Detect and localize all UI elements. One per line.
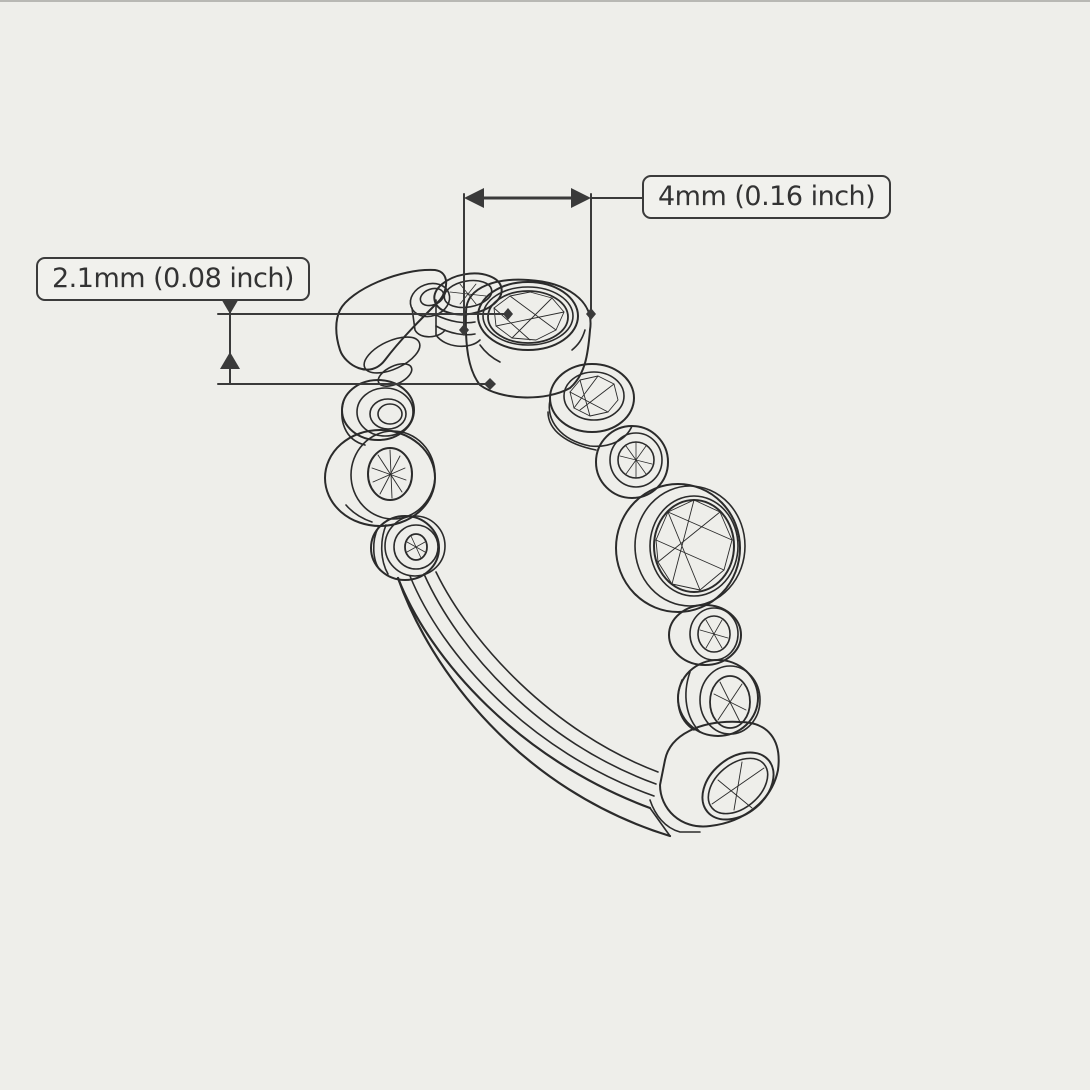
- bezel-left-4: [370, 515, 446, 581]
- arrow-right-icon: [571, 188, 591, 208]
- arrow-up-icon: [220, 352, 240, 369]
- arrow-left-icon: [464, 188, 484, 208]
- bezel-right-2: [595, 425, 669, 499]
- top-border: [0, 0, 1090, 2]
- bezel-right-1: [547, 363, 635, 451]
- bezel-right-3: [668, 604, 742, 666]
- ring-shank: [396, 571, 672, 838]
- arrow-down-icon: [220, 297, 240, 314]
- height-dimension-label: 2.1mm (0.08 inch): [36, 257, 310, 301]
- bezel-bottom-right: [649, 720, 780, 833]
- dimension-width: [459, 188, 643, 336]
- dimension-height: [217, 297, 509, 390]
- bezel-right-4: [677, 659, 761, 737]
- bezel-left-3: [324, 429, 436, 527]
- bezel-right-center-large: [615, 483, 746, 613]
- width-dimension-label: 4mm (0.16 inch): [642, 175, 892, 219]
- bezel-left-2: [341, 379, 415, 446]
- bezel-left-top: [335, 268, 448, 387]
